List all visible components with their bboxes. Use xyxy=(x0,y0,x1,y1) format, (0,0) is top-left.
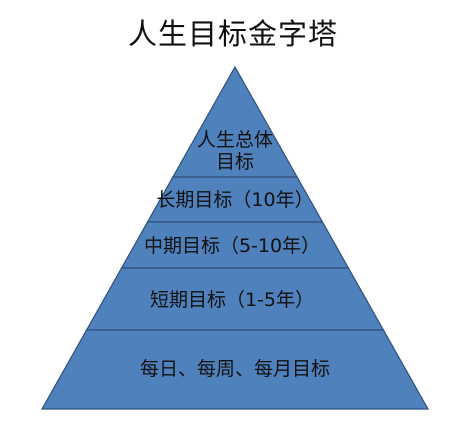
tier-0-label-line-1: 目标 xyxy=(216,151,254,173)
tier-4-label: 每日、每周、每月目标 xyxy=(140,358,330,380)
tier-2-label: 中期目标（5-10年） xyxy=(144,235,320,257)
tier-1-label: 长期目标（10年） xyxy=(156,189,313,211)
tier-0-label-line-0: 人生总体 xyxy=(197,129,273,151)
tier-labels: 人生总体 目标 长期目标（10年） 中期目标（5-10年） 短期目标（1-5年）… xyxy=(140,129,330,380)
tier-layers xyxy=(40,65,430,410)
pyramid-title: 人生目标金字塔 xyxy=(127,17,338,51)
tier-3-label: 短期目标（1-5年） xyxy=(150,289,314,311)
tier-4-shape xyxy=(40,329,430,410)
